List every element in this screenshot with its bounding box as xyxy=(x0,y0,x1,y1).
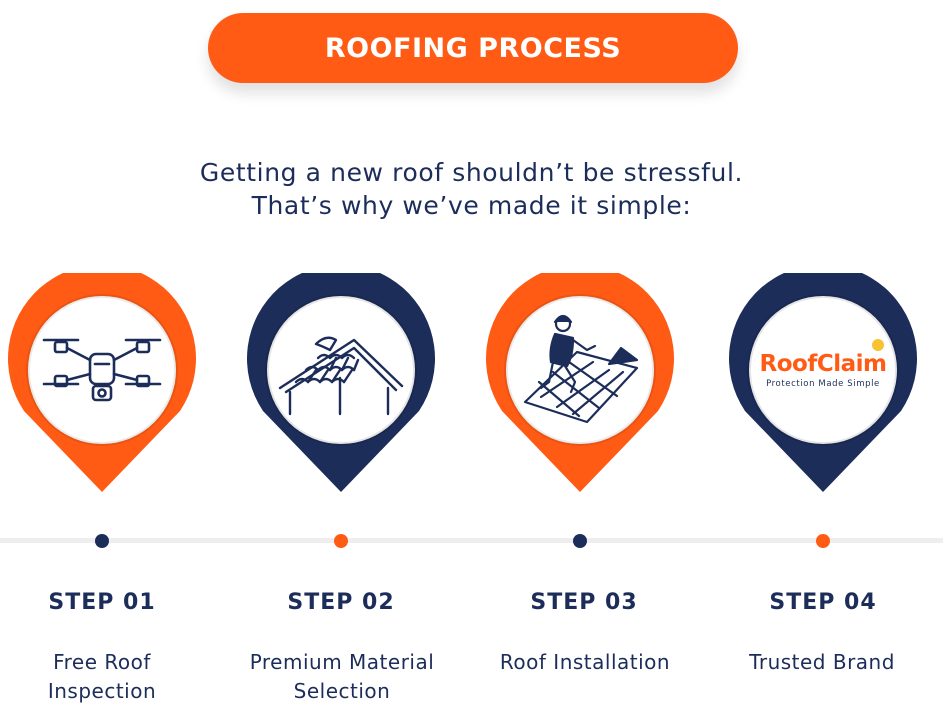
logo-brand-name: RoofClaim xyxy=(759,351,887,377)
step-3-pin xyxy=(484,273,676,495)
step-1-label: STEP 01 xyxy=(48,590,156,615)
step-1-description: Free Roof Inspection xyxy=(0,648,217,706)
step-4-label: STEP 04 xyxy=(769,590,877,615)
timeline-dot-3 xyxy=(573,534,587,548)
timeline-line xyxy=(0,538,943,543)
timeline-dot-4 xyxy=(816,534,830,548)
page-title: ROOFING PROCESS xyxy=(324,32,622,64)
logo-tagline: Protection Made Simple xyxy=(766,379,880,389)
step-2-desc-line-1: Premium Material xyxy=(249,650,435,674)
step-1-pin xyxy=(6,273,198,495)
intro-line-2: That’s why we’ve made it simple: xyxy=(251,191,692,220)
step-3-description: Roof Installation xyxy=(470,648,700,677)
step-2-description: Premium Material Selection xyxy=(227,648,457,706)
roof-tiles-icon xyxy=(271,300,411,440)
logo-sun-icon xyxy=(872,339,885,351)
step-3-desc-line-1: Roof Installation xyxy=(499,650,671,674)
step-1-desc-line-1: Free Roof xyxy=(53,650,151,674)
step-4-pin: RoofClaim Protection Made Simple xyxy=(727,273,919,495)
step-2-desc-line-2: Selection xyxy=(293,679,391,703)
timeline-dot-1 xyxy=(95,534,109,548)
title-banner: ROOFING PROCESS xyxy=(208,13,738,83)
step-2-pin xyxy=(245,273,437,495)
roofer-worker-icon xyxy=(510,300,650,440)
step-2-label: STEP 02 xyxy=(287,590,395,615)
drone-icon xyxy=(32,300,172,440)
timeline-dot-2 xyxy=(334,534,348,548)
step-4-desc-line-1: Trusted Brand xyxy=(749,650,895,674)
step-1-desc-line-2: Inspection xyxy=(47,679,157,703)
step-4-description: Trusted Brand xyxy=(707,648,937,677)
intro-line-1: Getting a new roof shouldn’t be stressfu… xyxy=(199,158,744,187)
step-3-label: STEP 03 xyxy=(530,590,638,615)
roofclaim-logo: RoofClaim Protection Made Simple xyxy=(753,300,893,440)
